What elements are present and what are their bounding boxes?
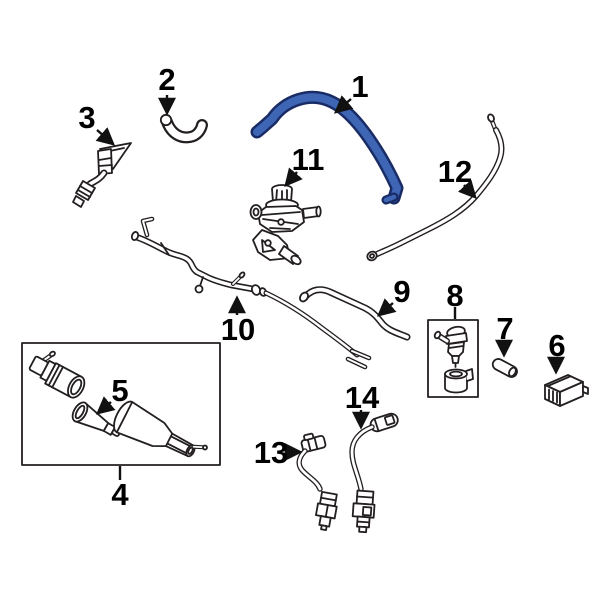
callout-8: 8 (446, 278, 463, 313)
part-oxygen-sensor-right (349, 412, 399, 534)
callout-2: 2 (158, 62, 175, 97)
part-curved-hose (299, 286, 411, 341)
part-sleeve (491, 358, 518, 378)
part-injector-box (427, 319, 479, 398)
part-formed-tube (366, 113, 505, 262)
leader-12 (458, 179, 477, 199)
callout-3: 3 (78, 100, 95, 135)
callout-7: 7 (496, 311, 513, 346)
highlight-tube-fill (253, 93, 401, 202)
callout-1: 1 (351, 69, 368, 104)
callout-6: 6 (548, 328, 565, 363)
callout-13: 13 (254, 435, 288, 470)
part-valve-assembly (249, 184, 322, 266)
callout-5: 5 (111, 373, 128, 408)
leader-11 (284, 167, 303, 188)
callout-11: 11 (292, 142, 325, 177)
part-long-tube-assembly (130, 216, 372, 370)
callout-10: 10 (221, 312, 255, 347)
callout-leaders (95, 95, 565, 480)
callout-4: 4 (111, 477, 129, 512)
leader-9 (376, 298, 397, 317)
part-large-canister (113, 400, 208, 458)
leader-5 (95, 396, 116, 415)
part-elbow-hose (159, 113, 208, 144)
part-highlighted-tube (250, 91, 404, 205)
leader-1 (333, 95, 354, 114)
part-bracket-sensor (72, 142, 132, 208)
part-small-canister (28, 350, 86, 399)
part-canister-kit-box (21, 342, 221, 466)
part-module (544, 374, 589, 407)
callout-9: 9 (393, 274, 410, 309)
callout-labels: 1 2 3 4 5 6 7 8 9 10 11 12 13 14 (78, 62, 565, 512)
leader-3 (95, 127, 116, 146)
part-oxygen-sensor-left (296, 432, 338, 532)
callout-12: 12 (438, 154, 472, 189)
callout-14: 14 (345, 380, 380, 415)
